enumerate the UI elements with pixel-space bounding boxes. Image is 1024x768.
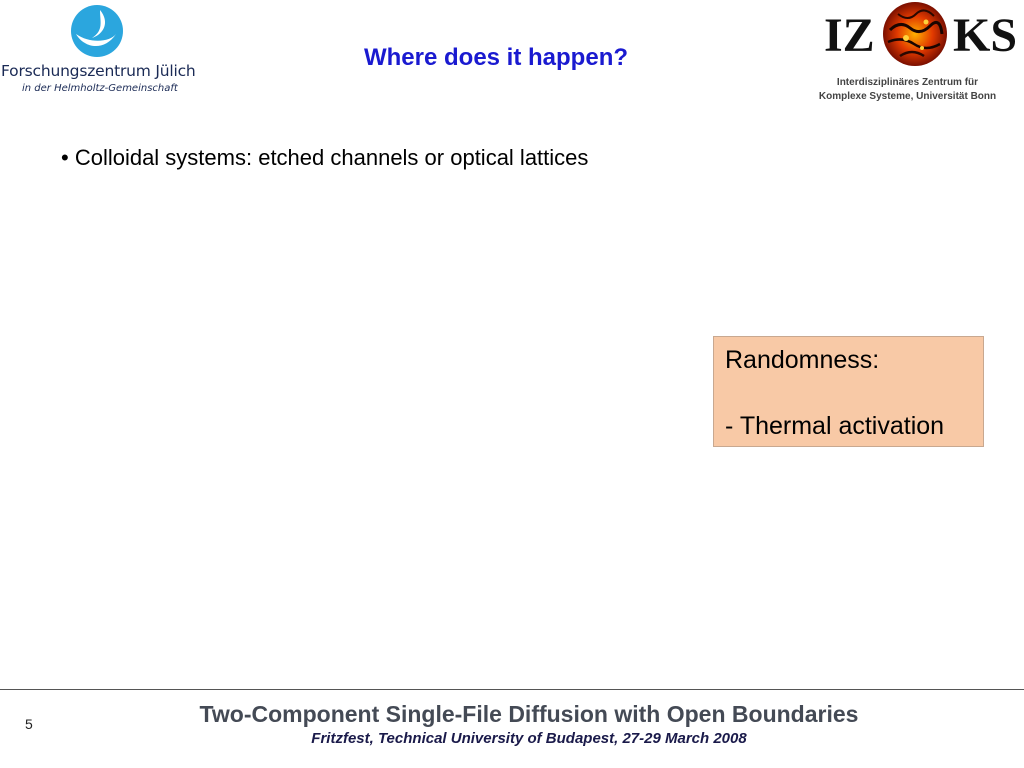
izks-caption: Interdisziplinäres Zentrum für Komplexe … — [800, 76, 1015, 104]
bullet-point: • Colloidal systems: etched channels or … — [61, 145, 589, 170]
izks-caption-line1: Interdisziplinäres Zentrum für — [836, 77, 979, 88]
fzj-logo-icon — [71, 5, 123, 57]
izks-letters-left: IZ — [824, 9, 875, 62]
slide-title: Where does it happen? — [363, 44, 629, 71]
note-line-2: - Thermal activation — [725, 412, 945, 440]
fzj-logo: Forschungszentrum Jülich in der Helmholt… — [0, 0, 205, 100]
note-line-1: Randomness: — [725, 346, 880, 374]
izks-caption-line2: Komplexe Systeme, Universität Bonn — [818, 91, 997, 102]
footer-subtitle: Fritzfest, Technical University of Budap… — [311, 730, 747, 747]
izks-logo: IZ KS Interdisziplinäres Zentrum für Kom… — [800, 0, 1024, 110]
izks-letters-right: KS — [953, 9, 1018, 62]
randomness-note-box: Randomness: - Thermal activation — [713, 336, 984, 447]
page-number: 5 — [25, 716, 33, 732]
fzj-subtitle: in der Helmholtz-Gemeinschaft — [22, 83, 178, 94]
footer-divider — [0, 689, 1024, 690]
footer-title: Two-Component Single-File Diffusion with… — [199, 701, 859, 727]
fzj-name: Forschungszentrum Jülich — [1, 62, 196, 80]
izks-sun-icon — [883, 2, 947, 66]
